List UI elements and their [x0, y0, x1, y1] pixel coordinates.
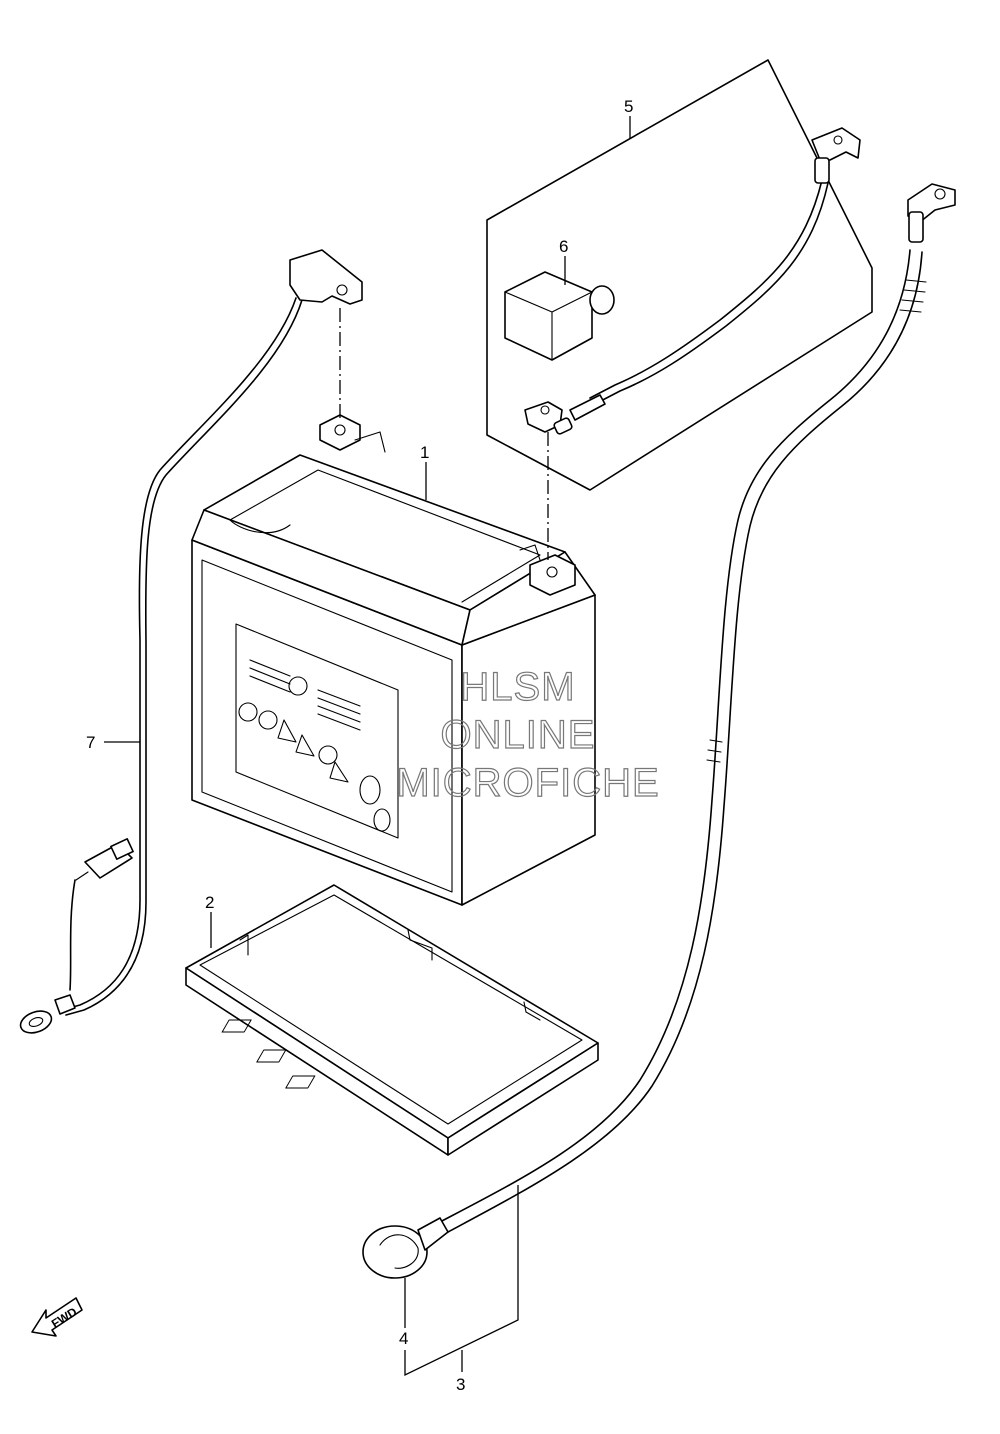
- watermark-line3: MICROFICHE: [396, 761, 659, 805]
- kit-box-5: [486, 59, 873, 491]
- watermark-line1: HLSM: [460, 665, 575, 709]
- harness-lead-7[interactable]: [18, 249, 363, 1037]
- positive-cable-5[interactable]: [524, 127, 861, 435]
- tray-slots: [221, 1019, 316, 1089]
- callout-7[interactable]: 7: [86, 733, 95, 752]
- callouts: 1 2 3 4 5 6 7: [86, 97, 633, 1394]
- callout-3[interactable]: 3: [456, 1375, 465, 1394]
- callout-4[interactable]: 4: [399, 1329, 408, 1348]
- fwd-arrow-icon: FWD: [31, 1297, 83, 1337]
- negative-cable-3[interactable]: [362, 183, 956, 1279]
- watermark: HLSM ONLINE MICROFICHE: [396, 664, 660, 805]
- callout-2[interactable]: 2: [205, 893, 214, 912]
- battery-1[interactable]: [191, 414, 596, 906]
- terminal-boot-6[interactable]: [504, 271, 615, 361]
- callout-5[interactable]: 5: [624, 97, 633, 116]
- watermark-line2: ONLINE: [441, 713, 596, 757]
- battery-tray-2[interactable]: [0, 884, 599, 1156]
- assembly-centerlines: [339, 308, 549, 560]
- callout-6[interactable]: 6: [559, 237, 568, 256]
- callout-1[interactable]: 1: [420, 443, 429, 462]
